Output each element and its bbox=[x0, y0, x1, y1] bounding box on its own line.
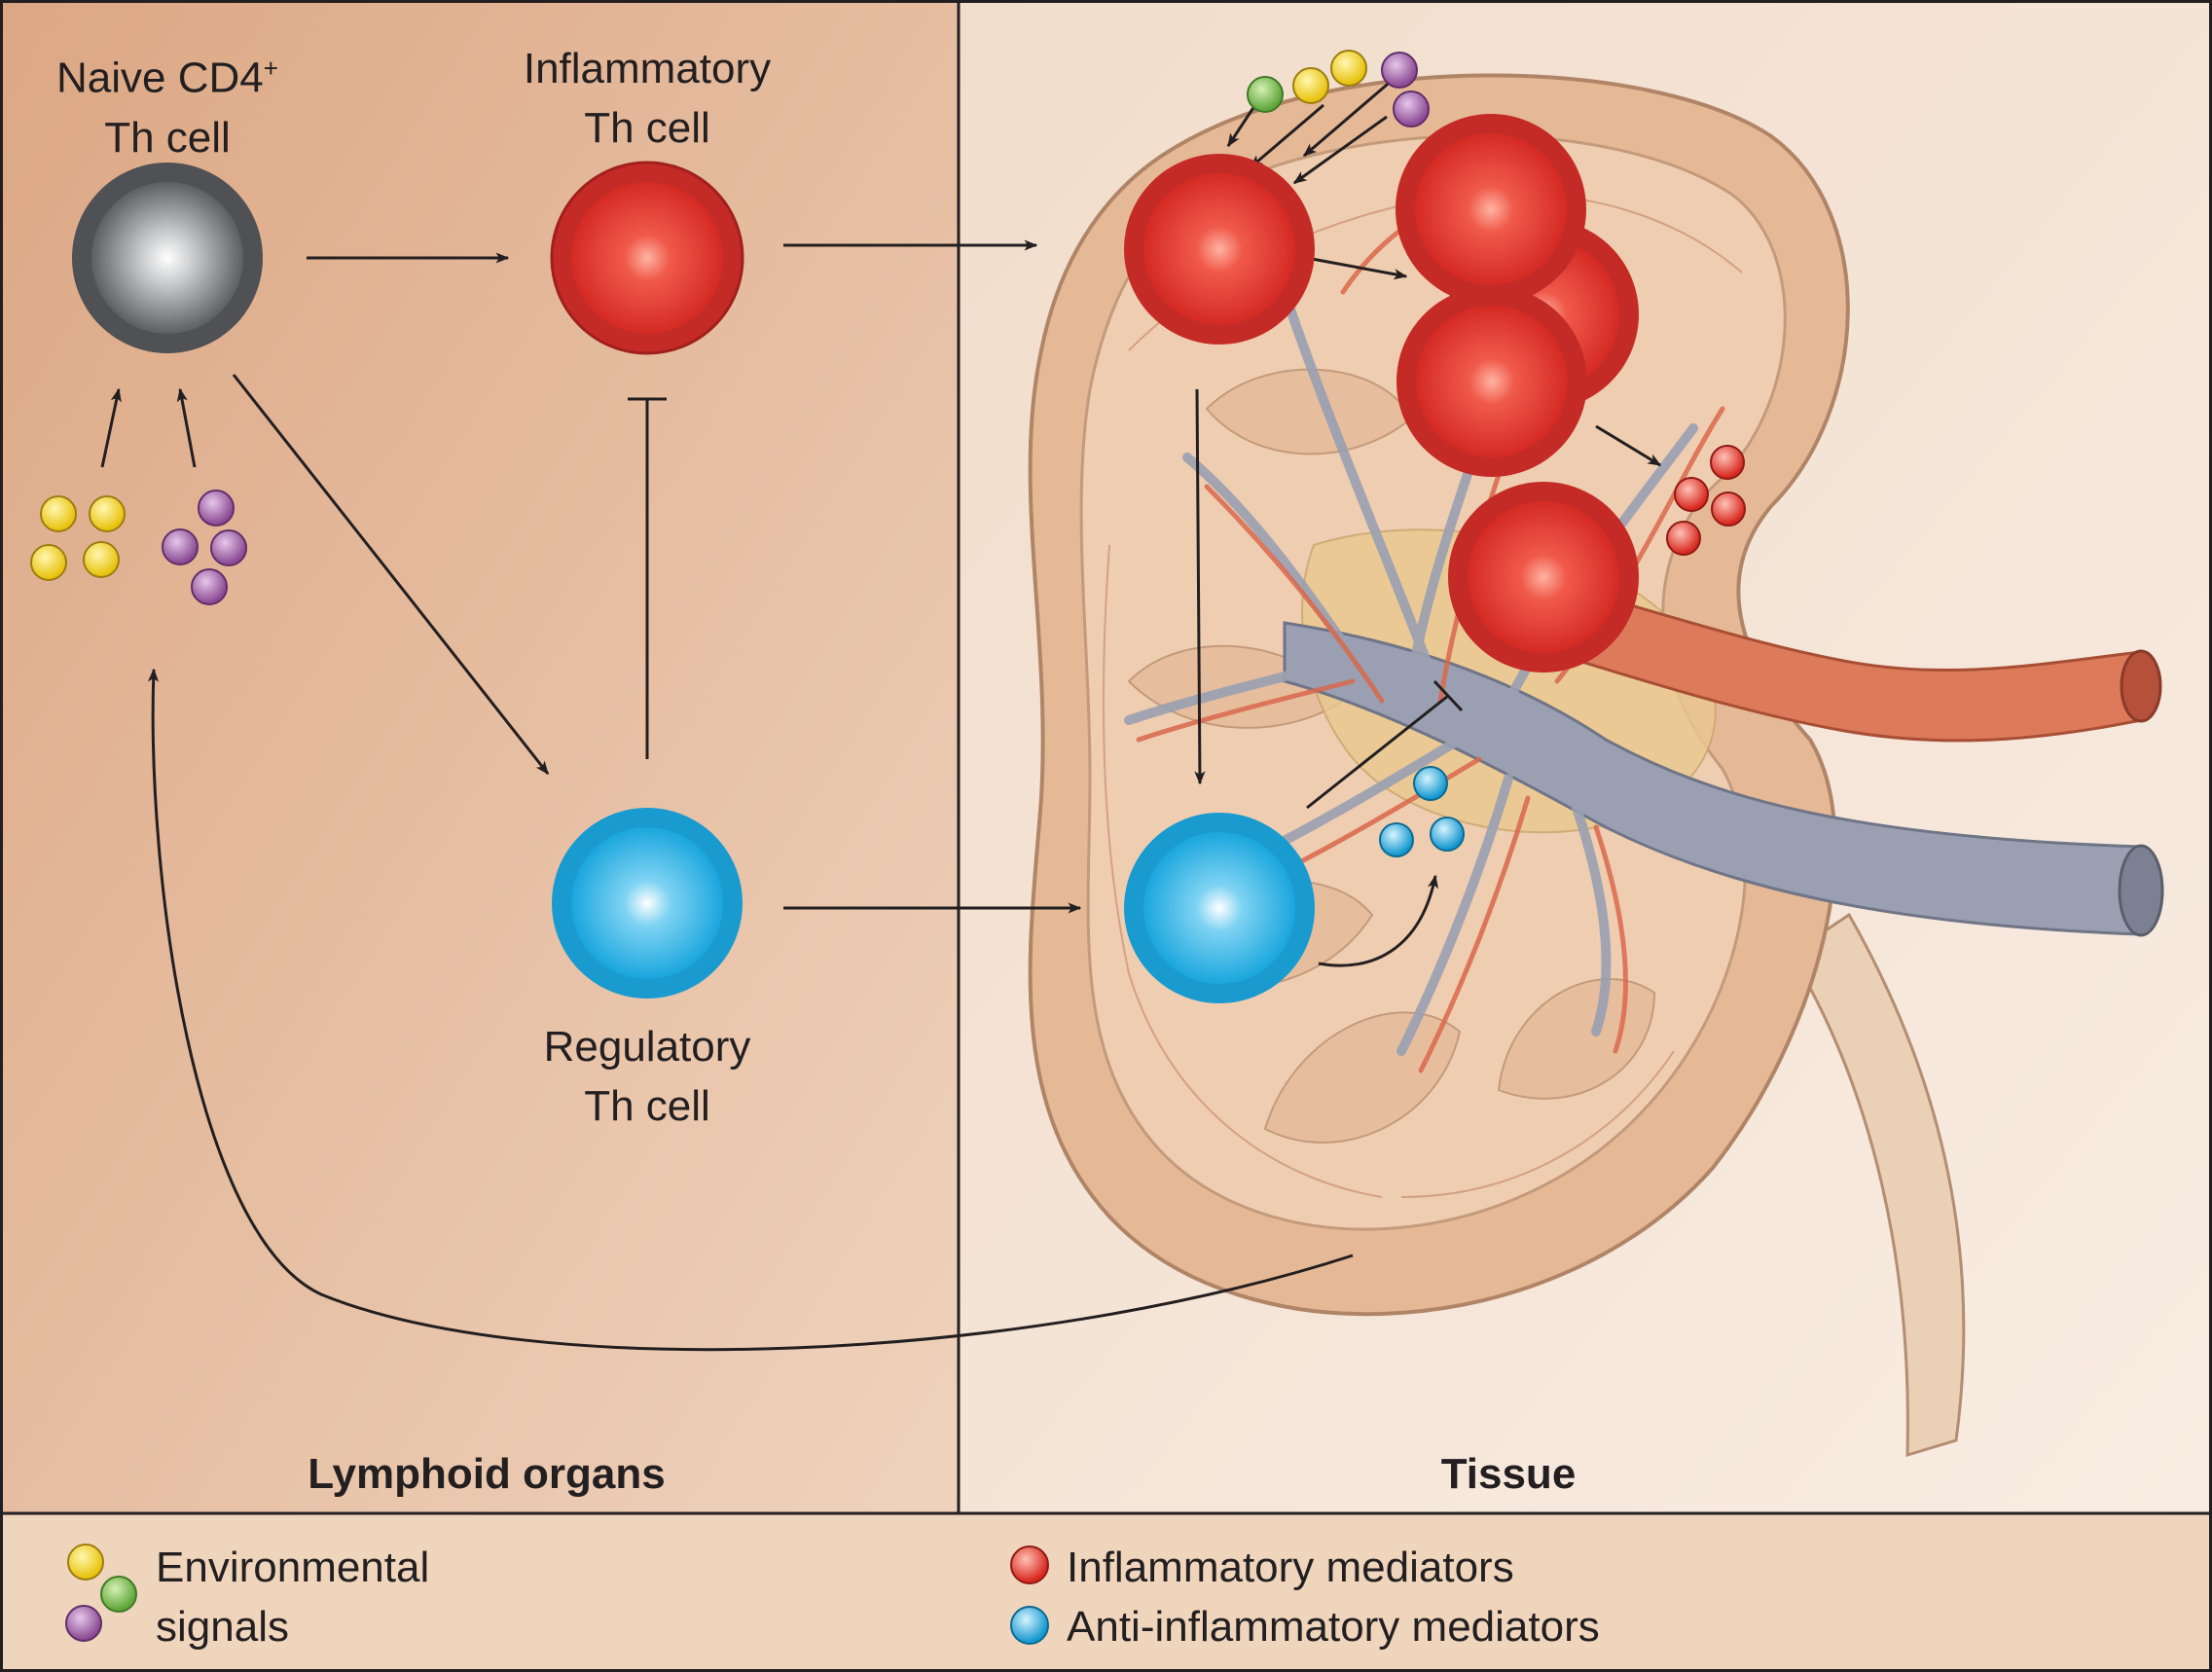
arrow-naive-to-regulatory bbox=[232, 374, 550, 776]
inflammatory-cell-label-line1: Inflammatory bbox=[523, 45, 772, 92]
naive-cell-label-line1: Naive CD4 bbox=[56, 54, 264, 102]
tissue-inflammatory-mediators bbox=[1666, 445, 1746, 556]
legend-environmental-line2: signals bbox=[156, 1603, 289, 1651]
regulatory-cell-label: Regulatory Th cell bbox=[491, 1017, 803, 1136]
naive-cell-label: Naive CD4+ Th cell bbox=[21, 39, 313, 167]
environmental-signals-yellow bbox=[30, 495, 126, 581]
tissue-inhibition-line bbox=[1306, 694, 1449, 810]
tissue-regulatory-cell bbox=[1124, 813, 1315, 1003]
naive-cell-label-sup: + bbox=[263, 54, 278, 83]
regulatory-th-cell bbox=[552, 808, 743, 999]
legend-anti-inflammatory-label: Anti-inflammatory mediators bbox=[1067, 1603, 1600, 1651]
legend-anti-inflammatory-icon bbox=[1010, 1606, 1049, 1645]
inflammatory-cell-label: Inflammatory Th cell bbox=[491, 39, 803, 158]
inflammatory-th-cell bbox=[550, 161, 744, 355]
regulatory-cell-label-line2: Th cell bbox=[584, 1082, 710, 1130]
naive-cd4-th-cell bbox=[72, 163, 263, 353]
legend-environmental-label: Environmental signals bbox=[156, 1538, 429, 1656]
legend-inflammatory-label: Inflammatory mediators bbox=[1067, 1544, 1514, 1591]
regulatory-cell-label-line1: Regulatory bbox=[543, 1023, 751, 1071]
naive-cell-label-line2: Th cell bbox=[104, 113, 231, 162]
tissue-anti-inflammatory-mediators bbox=[1379, 766, 1465, 857]
inflammatory-cell-label-line2: Th cell bbox=[584, 104, 710, 152]
arrow-yellow-signals bbox=[100, 387, 122, 468]
tissue-environmental-signals bbox=[1247, 50, 1430, 127]
arrow-purple-signals bbox=[176, 387, 197, 468]
legend-inflammatory-icon bbox=[1010, 1545, 1049, 1584]
tissue-inflammatory-cells bbox=[1124, 114, 1639, 672]
legend-environmental-icon bbox=[65, 1544, 137, 1642]
legend-environmental-line1: Environmental bbox=[156, 1544, 430, 1591]
environmental-signals-purple bbox=[162, 490, 247, 605]
lymphoid-organs-title: Lymphoid organs bbox=[308, 1450, 666, 1498]
arrow-tissue-feedback bbox=[147, 668, 1354, 1352]
tissue-title: Tissue bbox=[1440, 1450, 1577, 1498]
lymphoid-arrows bbox=[100, 239, 1354, 1352]
legend-panel bbox=[0, 1513, 2212, 1672]
